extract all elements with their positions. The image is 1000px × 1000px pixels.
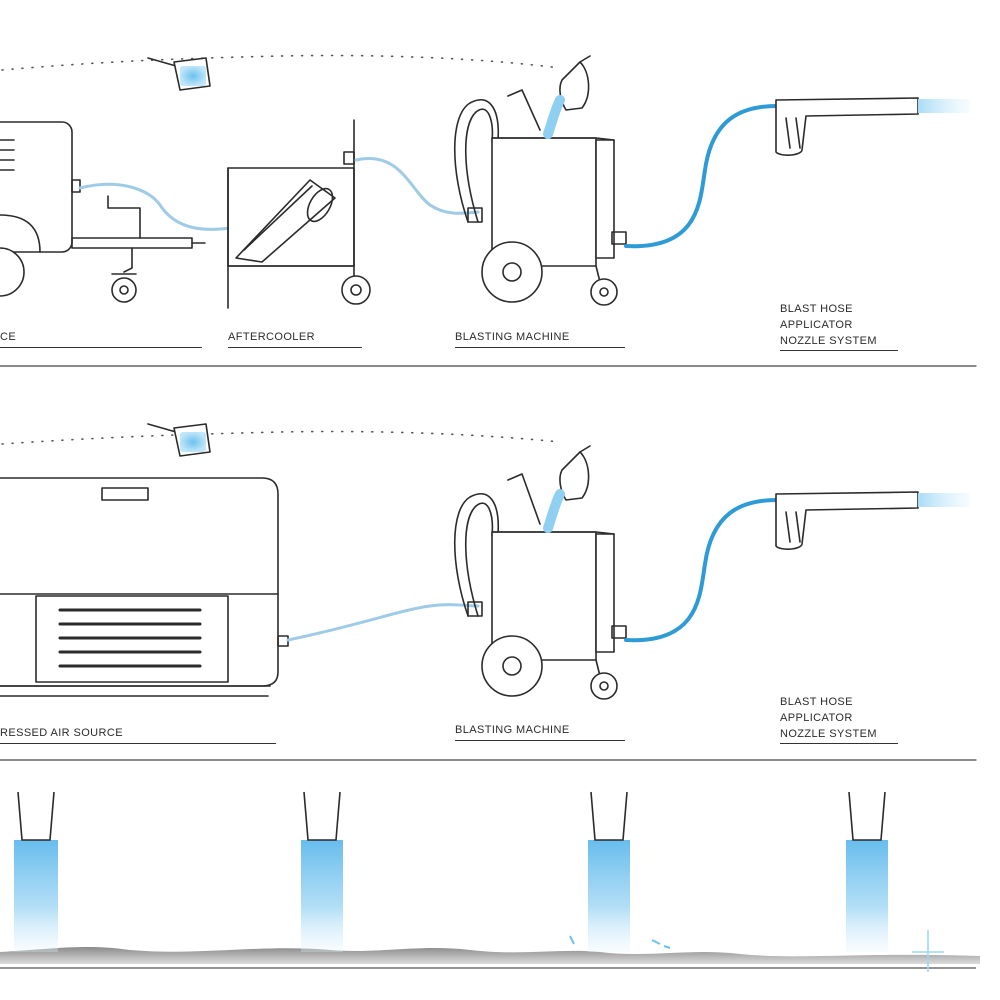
air-hose bbox=[354, 156, 480, 215]
nozzle-icon bbox=[14, 791, 58, 952]
air-hose bbox=[286, 603, 480, 642]
label-air-source: CE bbox=[0, 331, 17, 343]
blast-gun-icon bbox=[775, 491, 919, 550]
label-blasting-machine: BLASTING MACHINE bbox=[455, 724, 570, 736]
compressor-icon bbox=[0, 121, 206, 303]
ground-surface bbox=[0, 946, 980, 964]
label-blasting-machine: BLASTING MACHINE bbox=[455, 331, 570, 343]
scoop-icon bbox=[147, 57, 211, 91]
nozzle-icon bbox=[301, 791, 343, 952]
scoop-icon bbox=[147, 423, 211, 457]
label-blast-hose: BLAST HOSE bbox=[780, 303, 853, 315]
label-nozzle-system: NOZZLE SYSTEM bbox=[780, 335, 877, 347]
blasting-machine-icon bbox=[453, 473, 627, 700]
nozzle-icon bbox=[846, 791, 944, 972]
nozzle-strip bbox=[0, 791, 980, 972]
label-underline bbox=[0, 347, 202, 349]
label-aftercooler: AFTERCOOLER bbox=[228, 331, 315, 343]
label-applicator: APPLICATOR bbox=[780, 319, 853, 331]
label-underline bbox=[0, 743, 276, 745]
label-nozzle-system: NOZZLE SYSTEM bbox=[780, 728, 877, 740]
aftercooler-icon bbox=[227, 119, 371, 309]
blast-hose bbox=[624, 103, 782, 249]
nozzle-icon bbox=[569, 791, 671, 952]
scoop-icon bbox=[543, 55, 591, 139]
label-underline bbox=[228, 347, 362, 349]
label-air-source: RESSED AIR SOURCE bbox=[0, 727, 123, 739]
label-underline bbox=[455, 347, 625, 349]
blast-hose bbox=[624, 497, 782, 643]
label-underline bbox=[455, 740, 625, 742]
compressor-icon bbox=[0, 477, 289, 697]
label-blast-hose: BLAST HOSE bbox=[780, 696, 853, 708]
label-applicator: APPLICATOR bbox=[780, 712, 853, 724]
blast-jet bbox=[918, 493, 970, 507]
panel-1 bbox=[0, 54, 977, 367]
scoop-icon bbox=[543, 445, 591, 533]
air-hose bbox=[78, 182, 232, 231]
panel-2 bbox=[0, 423, 977, 761]
blasting-machine-icon bbox=[453, 89, 627, 306]
label-underline bbox=[780, 350, 898, 352]
blast-jet bbox=[918, 99, 970, 113]
label-underline bbox=[780, 743, 898, 745]
media-path-dotted bbox=[1, 430, 561, 445]
media-path-dotted bbox=[1, 54, 561, 71]
blast-gun-icon bbox=[775, 97, 919, 156]
